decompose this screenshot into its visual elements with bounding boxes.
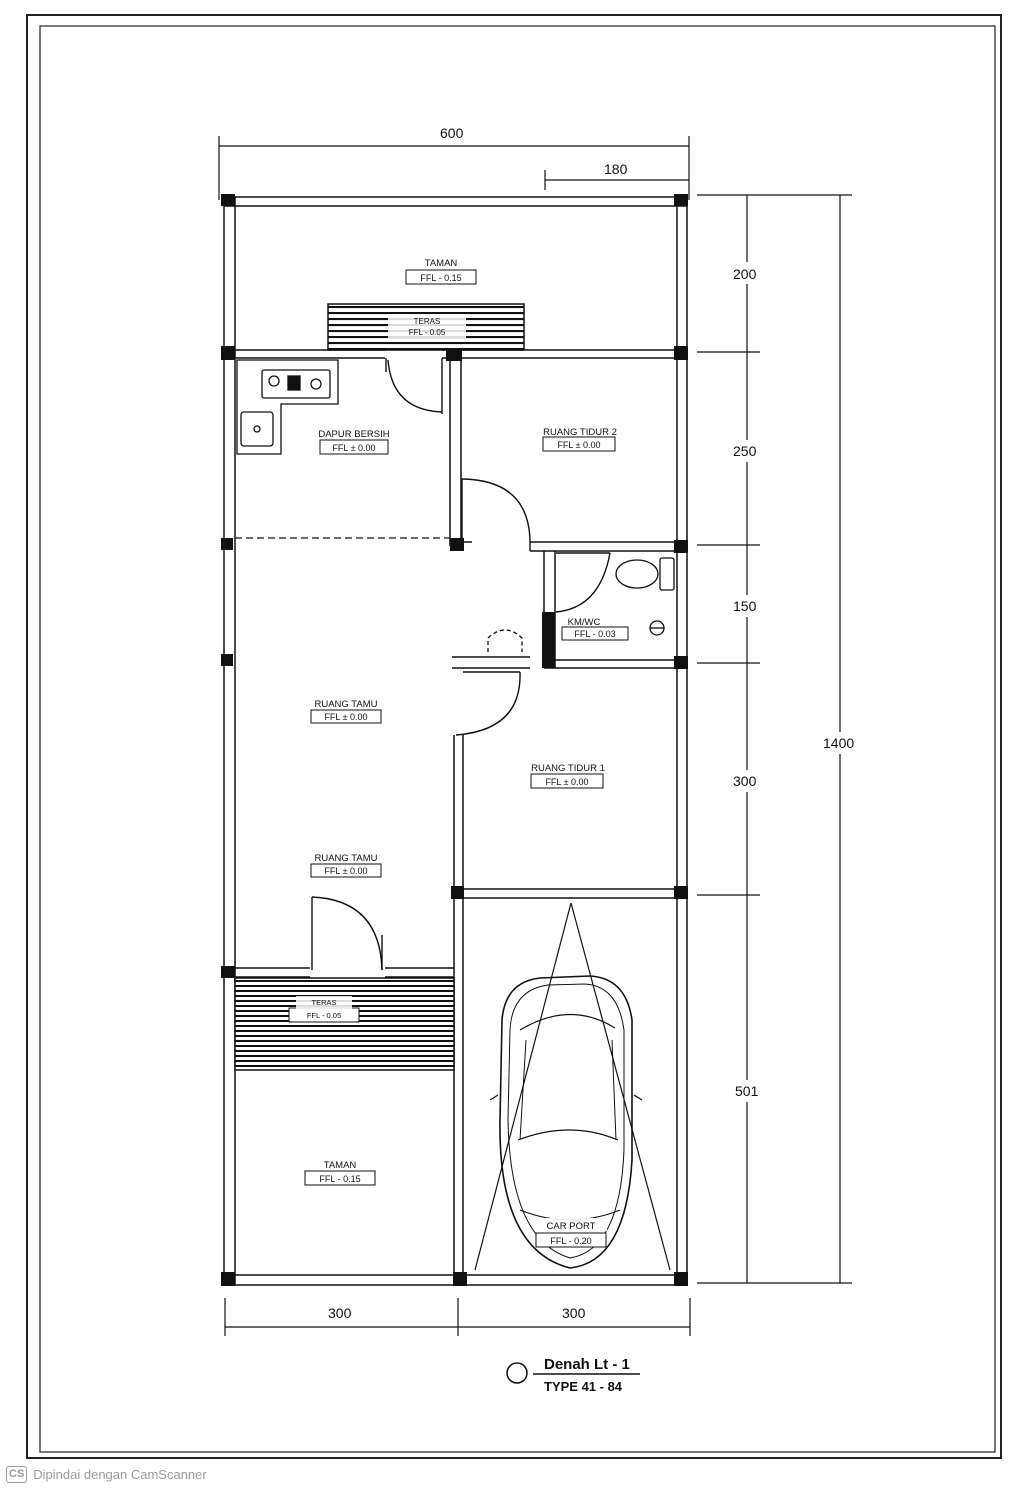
room-ffl: FFL - 0.05 <box>409 328 446 337</box>
room-ruang-tidur-2: RUANG TIDUR 2 FFL ± 0.00 <box>542 427 617 452</box>
stove-burner-icon <box>268 375 280 387</box>
room-ruang-tamu-1: RUANG TAMU FFL ± 0.00 <box>310 699 382 724</box>
dimension-bottom-right: 300 <box>562 1305 586 1321</box>
room-ffl: FFL ± 0.00 <box>545 777 588 787</box>
walls <box>223 196 688 1286</box>
dimension-top <box>218 136 690 200</box>
room-name: TAMAN <box>425 258 458 269</box>
dimension-overall: 1400 <box>823 735 854 751</box>
room-name: RUANG TAMU <box>315 699 378 710</box>
room-ffl: FFL ± 0.00 <box>332 443 375 453</box>
room-ffl: FFL ± 0.00 <box>324 866 367 876</box>
room-carport: CAR PORT FFL - 0.20 <box>535 1218 607 1248</box>
room-ffl: FFL - 0.05 <box>307 1011 341 1020</box>
room-taman-top: TAMAN FFL - 0.15 <box>405 258 477 285</box>
scanner-watermark: CS Dipindai dengan CamScanner <box>6 1466 207 1483</box>
dimension-bottom <box>224 1298 691 1336</box>
room-taman-bottom: TAMAN FFL - 0.15 <box>304 1160 376 1186</box>
room-teras-rear: TERAS FFL - 0.05 <box>388 314 466 338</box>
room-name: KM/WC <box>568 617 601 628</box>
dimension-right-5: 501 <box>735 1083 759 1099</box>
room-name: CAR PORT <box>547 1221 596 1232</box>
camscanner-logo: CS <box>6 1466 28 1483</box>
room-name: RUANG TIDUR 1 <box>531 763 605 774</box>
outer-frame <box>26 14 1002 1459</box>
dimension-right-2: 250 <box>733 443 757 459</box>
room-ffl: FFL - 0.03 <box>574 629 615 639</box>
front-terrace-steps <box>234 977 455 1071</box>
carport-lines <box>474 902 671 1271</box>
plan-title: Denah Lt - 1 <box>544 1356 630 1373</box>
room-name: RUANG TAMU <box>315 853 378 864</box>
title-marker-icon <box>506 1362 528 1384</box>
room-ruang-tidur-1: RUANG TIDUR 1 FFL ± 0.00 <box>530 763 605 789</box>
columns <box>221 194 688 1286</box>
car-icon <box>489 975 643 1269</box>
doors <box>311 358 611 971</box>
stove-burner-icon <box>310 378 322 390</box>
room-ffl: FFL ± 0.00 <box>324 712 367 722</box>
toilet-icon <box>615 559 659 589</box>
room-name: TERAS <box>311 998 336 1007</box>
plan-title-block: Denah Lt - 1 TYPE 41 - 84 <box>506 1356 640 1394</box>
room-ruang-tamu-2: RUANG TAMU FFL ± 0.00 <box>310 853 382 878</box>
dimension-right-3: 150 <box>733 598 757 614</box>
room-ffl: FFL - 0.20 <box>550 1236 591 1246</box>
dimension-top-total: 600 <box>440 125 464 141</box>
kitchen-counter <box>236 359 339 455</box>
room-ffl: FFL - 0.15 <box>420 273 461 283</box>
room-dapur-bersih: DAPUR BERSIH FFL ± 0.00 <box>318 429 390 455</box>
dimension-top-partial: 180 <box>604 161 628 177</box>
plan-subtitle: TYPE 41 - 84 <box>544 1379 623 1394</box>
room-name: RUANG TIDUR 2 <box>543 427 617 438</box>
inner-frame <box>39 25 996 1453</box>
room-name: DAPUR BERSIH <box>318 429 389 440</box>
dimension-bottom-left: 300 <box>328 1305 352 1321</box>
toilet-fixtures <box>487 557 675 652</box>
room-teras-front: TERAS FFL - 0.05 <box>296 996 352 1020</box>
room-ffl: FFL ± 0.00 <box>557 440 600 450</box>
room-name: TAMAN <box>324 1160 357 1171</box>
room-kmwc: KM/WC FFL - 0.03 <box>561 617 629 641</box>
dimension-right-1: 200 <box>733 266 757 282</box>
dimension-right-4: 300 <box>733 773 757 789</box>
watermark-text: Dipindai dengan CamScanner <box>33 1467 207 1482</box>
room-ffl: FFL - 0.15 <box>319 1174 360 1184</box>
room-name: TERAS <box>414 317 441 326</box>
